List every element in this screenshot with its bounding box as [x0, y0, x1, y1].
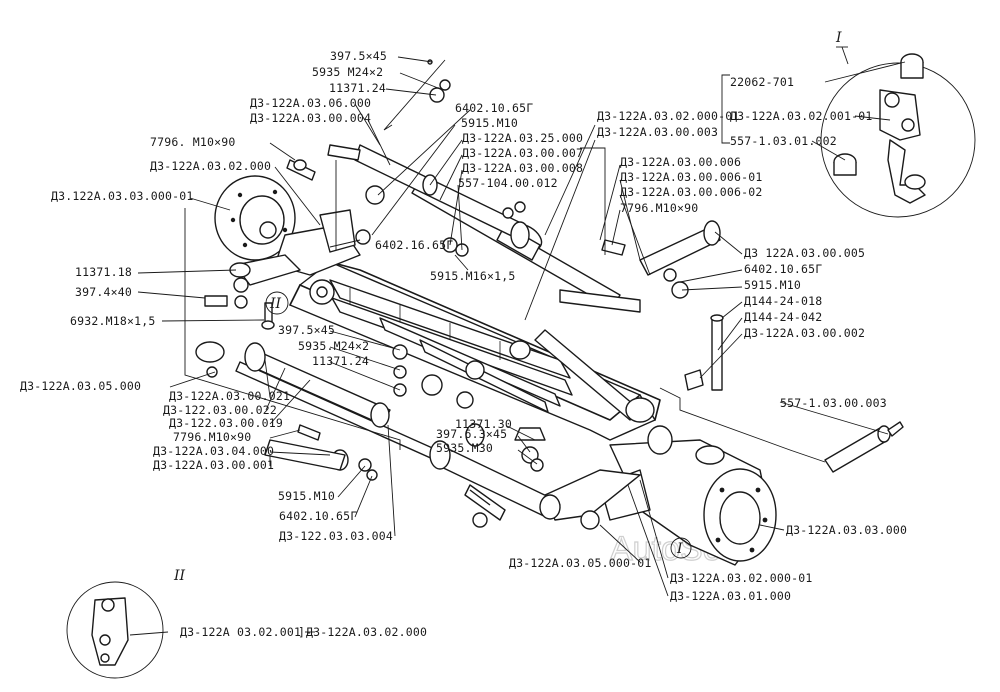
label-part: Д3-122А.03.02.000-01 [670, 571, 812, 585]
label-part: 6402.16.65Г [375, 238, 453, 252]
upper-cylinder-left [327, 144, 530, 249]
label-part: Д3-122А.03.00.006 [620, 155, 741, 169]
label-part: Д3-122А.03.00.002 [744, 326, 865, 340]
left-hub [214, 175, 361, 305]
label-part: Д3-122А.03.03.000 [786, 523, 907, 537]
label-part: 557-1.03.01.002 [730, 134, 837, 148]
label-part: Д3-122А.03.00.008 [462, 161, 583, 175]
label-part: Д3-122А.03.00.006-01 [620, 170, 762, 184]
label-part: 5915.M10 [461, 116, 518, 130]
label-part: 7796. M10×90 [150, 135, 235, 149]
label-part: 11371.24 [312, 354, 369, 368]
right-hub [544, 397, 777, 566]
label-part: Д3-122А.03.02.000 [306, 625, 427, 639]
label-part: Д3-122А.03.02.001-01 [730, 109, 872, 123]
label-part: Д3-122А.03.06.000 [250, 96, 371, 110]
label-part: Д3-122А.03.00.021 [169, 389, 290, 403]
label-part: Д3-122А.03.01.000 [670, 589, 791, 603]
grease-fitting-right [824, 421, 904, 473]
label-part: 5935.M30 [436, 441, 493, 455]
label-part: Д3.122А.03.03.000-01 [51, 189, 193, 203]
lower-cylinder-left [244, 342, 391, 471]
label-part: Д3-122А.03.02.000-01 [597, 109, 739, 123]
label-part: Д3-122А.03.00.007 [462, 146, 583, 160]
upper-cylinder-right [601, 220, 721, 299]
detail-II-mark: II [173, 568, 186, 584]
lower-cylinder-right [429, 440, 561, 520]
label-part: 11371.24 [329, 81, 386, 95]
drag-link [465, 289, 641, 421]
label-part: Д3-122А.03.00.004 [250, 111, 371, 125]
label-part: 6402.10.65Г [455, 101, 533, 115]
label-part: Д144-24-018 [744, 294, 822, 308]
part-labels: 397.5×45 5935 M24×2 11371.24 Д3-122А.03.… [20, 49, 907, 639]
label-part: Д144-24-042 [744, 310, 822, 324]
label-part: 7796.M10×90 [173, 430, 251, 444]
label-part: 5935 M24×2 [312, 65, 383, 79]
label-part: Д3 122А.03.00.005 [744, 246, 865, 260]
bolts-left [204, 159, 474, 481]
label-part: 11371.30 [455, 417, 512, 431]
label-part: 557-104.00.012 [458, 176, 558, 190]
svg-text:I: I [676, 541, 683, 557]
center-fittings [465, 423, 546, 472]
label-part: Д3-122А.03.00.001 [153, 458, 274, 472]
label-part: Д3-122.03.00.022 [163, 403, 277, 417]
label-part: Д3-122А.03.25.000 [462, 131, 583, 145]
label-part: 6402.10.65Г [279, 509, 357, 523]
label-part: 397.4×40 [75, 285, 132, 299]
label-bracket: ]- [298, 625, 312, 639]
detail-I-mark: I [835, 30, 842, 46]
label-part: Д3-122А.03.05.000-01 [509, 556, 651, 570]
label-part: 5915.M16×1,5 [430, 269, 515, 283]
detail-II: II [66, 568, 186, 679]
label-part: Д3-122А.03.00.006-02 [620, 185, 762, 199]
label-part: 6402.10.65Г [744, 262, 822, 276]
label-part: Д3-122А.03.04.000 [153, 444, 274, 458]
label-part: 7796.M10×90 [620, 201, 698, 215]
label-part: 397.5×45 [330, 49, 387, 63]
label-part: 557-1.03.00.003 [780, 396, 887, 410]
label-part: Д3-122А.03.02.000 [150, 159, 271, 173]
label-part: 5935.M24×2 [298, 339, 369, 353]
bolts-top [355, 59, 526, 257]
leader-lines [129, 56, 906, 636]
label-part: Д3-122.03.00.019 [169, 416, 283, 430]
label-part: 11371.18 [75, 265, 132, 279]
label-part: Д3-122А.03.05.000 [20, 379, 141, 393]
label-part: 397.5×45 [278, 323, 335, 337]
label-part: 5915.M10 [278, 489, 335, 503]
steering-pin [684, 314, 724, 391]
label-part: Д3-122А.03.00.003 [597, 125, 718, 139]
mark-I-hub: I [670, 537, 692, 559]
label-part: 397.6.3×45 [436, 427, 507, 441]
detail-I: I [820, 30, 976, 218]
label-part: Д3-122.03.03.004 [279, 529, 393, 543]
label-part: 22062-701 [730, 75, 794, 89]
label-part: 5915.M10 [744, 278, 801, 292]
label-part: 6932.M18×1,5 [70, 314, 155, 328]
svg-text:II: II [269, 296, 282, 312]
label-part: Д3-122А 03.02.001 [180, 625, 301, 639]
mark-II-axle: II [265, 291, 289, 315]
